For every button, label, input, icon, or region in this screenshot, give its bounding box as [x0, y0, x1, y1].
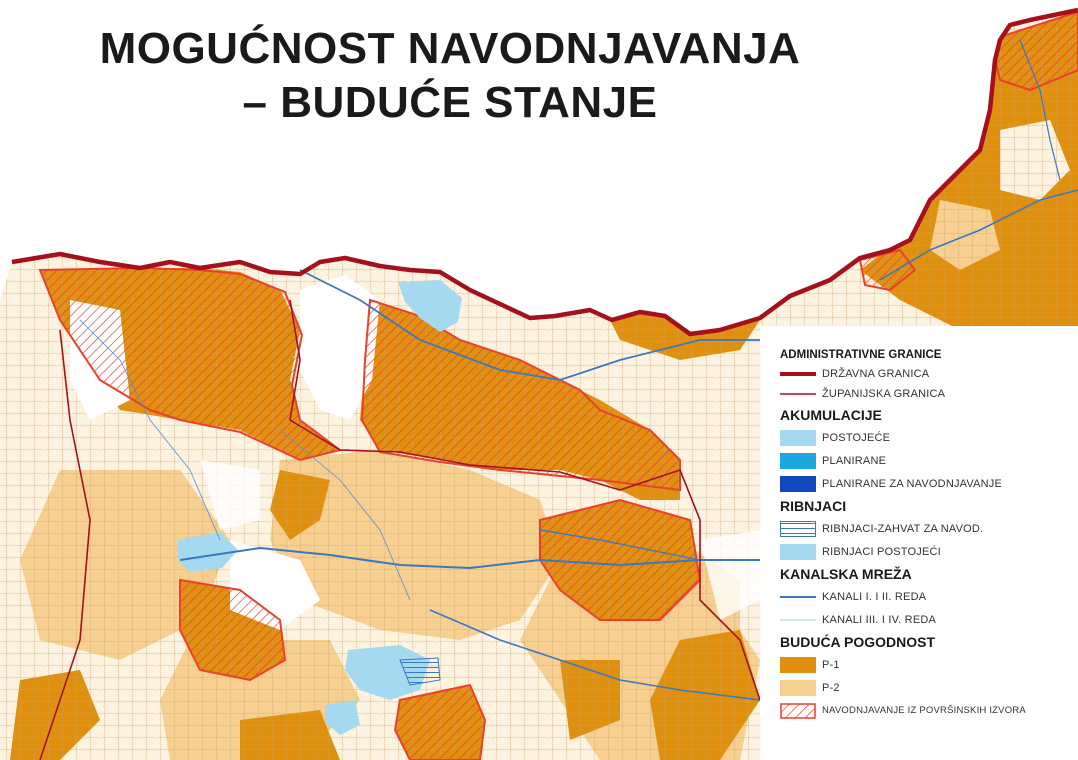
swatch-icon [780, 452, 816, 469]
canal-line-icon [780, 589, 816, 605]
reservoirs [178, 280, 462, 735]
thin-canal-line-icon [780, 612, 816, 628]
legend-item-national-border: DRŽAVNA GRANICA [780, 364, 1078, 384]
thin-line-icon [780, 386, 816, 402]
legend-label: KANALI III. I IV. REDA [822, 613, 937, 626]
legend-item-reservoir-existing: POSTOJEĆE [780, 426, 1078, 449]
thick-line-icon [780, 366, 816, 382]
legend-item-p1: P-1 [780, 653, 1078, 676]
swatch-icon [780, 656, 816, 673]
county-border-west [39, 329, 91, 760]
map-title-line1: MOGUĆNOST NAVODNJAVANJA [99, 24, 801, 73]
hatched-swatch-icon [780, 702, 816, 719]
map-title-line2: – BUDUĆE STANJE [242, 78, 658, 127]
legend: ADMINISTRATIVNE GRANICE DRŽAVNA GRANICA … [760, 326, 1078, 760]
legend-label: P-1 [822, 658, 840, 671]
legend-item-fishpond-existing: RIBNJACI POSTOJEĆI [780, 540, 1078, 563]
legend-label: DRŽAVNA GRANICA [822, 368, 930, 380]
legend-heading-canals: KANALSKA MREŽA [780, 566, 912, 582]
legend-item-canal-minor: KANALI III. I IV. REDA [780, 608, 1078, 631]
legend-label: KANALI I. I II. REDA [822, 590, 927, 603]
swatch-icon [780, 543, 816, 560]
hatched-swatch-icon [780, 520, 816, 537]
legend-label: PLANIRANE ZA NAVODNJAVANJE [822, 477, 1003, 490]
legend-item-reservoir-irrigation: PLANIRANE ZA NAVODNJAVANJE [780, 472, 1078, 495]
legend-item-county-border: ŽUPANIJSKA GRANICA [780, 384, 1078, 404]
legend-item-reservoir-planned: PLANIRANE [780, 449, 1078, 472]
legend-label: PLANIRANE [822, 454, 887, 467]
national-border [11, 7, 1078, 337]
legend-label: P-2 [822, 681, 840, 694]
legend-heading-fishponds: RIBNJACI [780, 498, 847, 514]
legend-heading-reservoirs: AKUMULACIJE [780, 407, 882, 423]
legend-heading-administrative: ADMINISTRATIVNE GRANICE [780, 349, 942, 361]
legend-item-fishpond-intake: RIBNJACI-ZAHVAT ZA NAVOD. [780, 517, 1078, 540]
legend-label: ŽUPANIJSKA GRANICA [822, 388, 946, 400]
swatch-icon [780, 679, 816, 696]
legend-label: RIBNJACI-ZAHVAT ZA NAVOD. [822, 522, 984, 535]
swatch-icon [780, 475, 816, 492]
legend-item-canal-major: KANALI I. I II. REDA [780, 585, 1078, 608]
legend-label: NAVODNJAVANJE IZ POVRŠINSKIH IZVORA [822, 705, 1026, 716]
legend-item-p2: P-2 [780, 676, 1078, 699]
county-border [289, 299, 761, 701]
swatch-icon [780, 429, 816, 446]
map-title: MOGUĆNOST NAVODNJAVANJA – BUDUĆE STANJE [40, 22, 860, 130]
legend-label: RIBNJACI POSTOJEĆI [822, 545, 941, 558]
legend-heading-suitability: BUDUĆA POGODNOST [780, 634, 936, 650]
legend-label: POSTOJEĆE [822, 431, 891, 444]
canals [79, 39, 1078, 701]
legend-item-surface-irrigation: NAVODNJAVANJE IZ POVRŠINSKIH IZVORA [780, 699, 1078, 722]
